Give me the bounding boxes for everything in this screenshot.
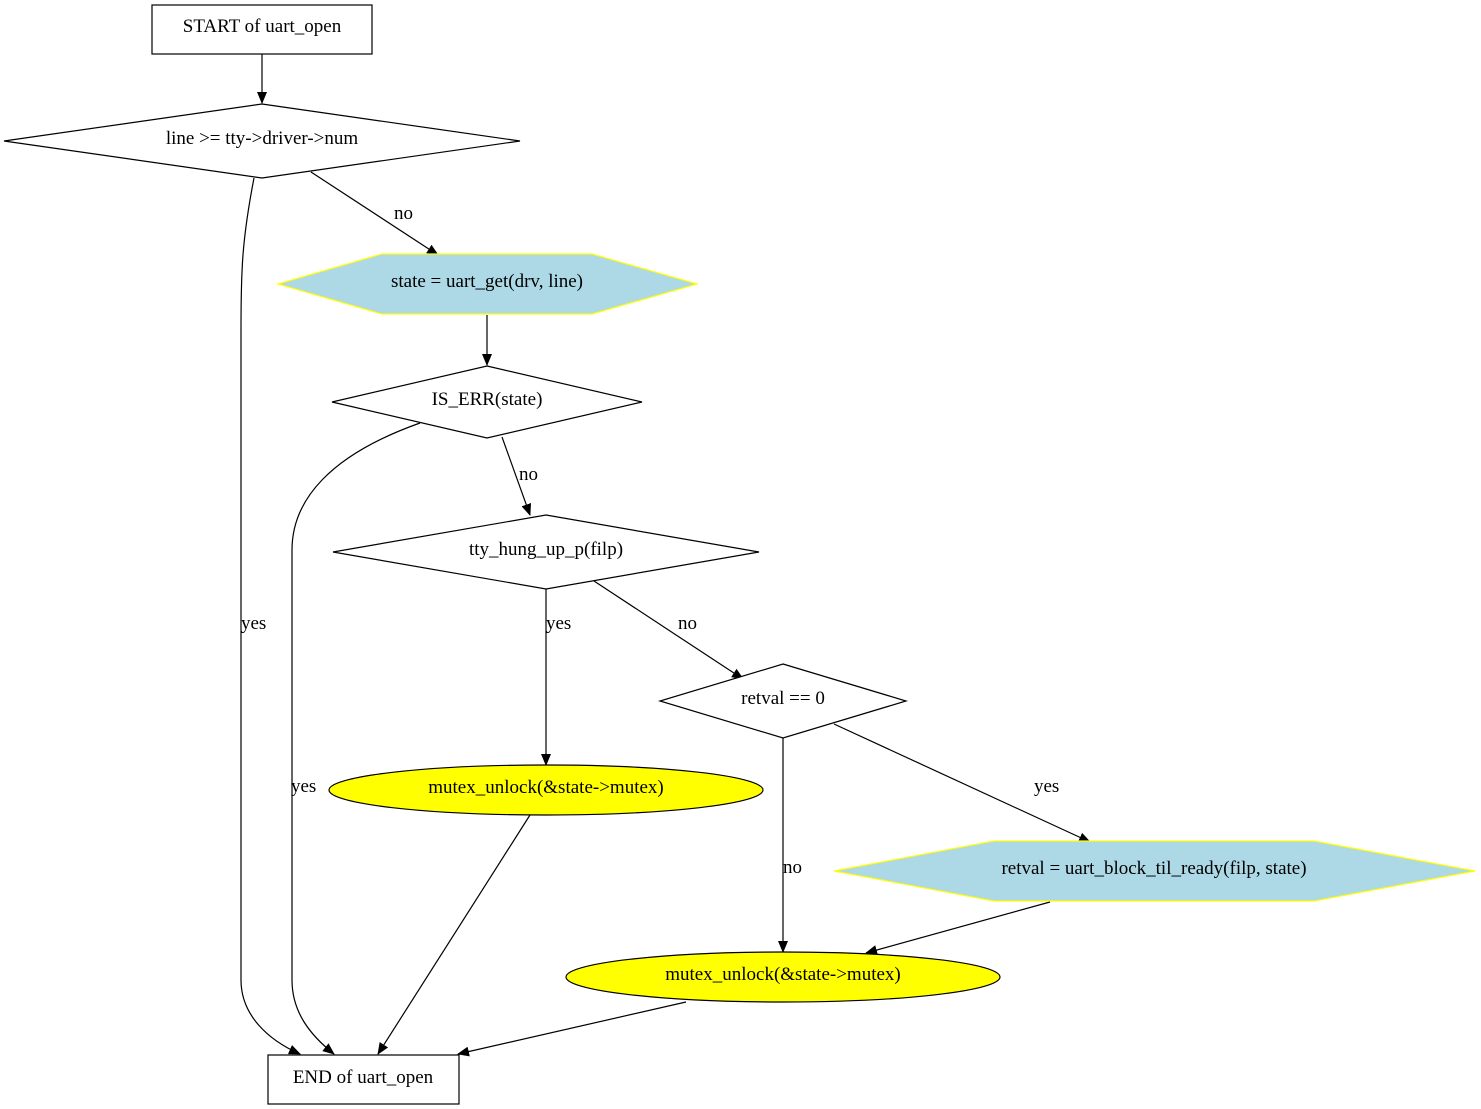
edges — [240, 54, 1091, 1057]
cond-is-err-node: IS_ERR(state) — [331, 365, 643, 439]
edge-is-err-yes — [291, 422, 421, 1055]
cond-retval-node: retval == 0 — [657, 663, 909, 739]
unlock-1-node: mutex_unlock(&state->mutex) — [328, 764, 764, 816]
edge-label-line-yes: yes — [241, 613, 266, 634]
cond-line-node: line >= tty->driver->num — [3, 103, 521, 179]
start-node: START of uart_open — [151, 4, 373, 55]
end-node: END of uart_open — [267, 1054, 460, 1105]
unlock-2-label: mutex_unlock(&state->mutex) — [665, 964, 901, 985]
unlock-1-label: mutex_unlock(&state->mutex) — [428, 777, 664, 798]
cond-hung-up-label: tty_hung_up_p(filp) — [469, 539, 623, 560]
edge-cond-line-no — [310, 171, 439, 256]
edge-label-retval-yes: yes — [1034, 776, 1059, 797]
edge-cond-line-yes — [240, 177, 301, 1055]
get-state-label: state = uart_get(drv, line) — [391, 271, 583, 292]
cond-is-err-label: IS_ERR(state) — [432, 389, 543, 410]
cond-hung-up-node: tty_hung_up_p(filp) — [332, 514, 760, 590]
cond-line-label: line >= tty->driver->num — [166, 128, 359, 149]
cond-retval-label: retval == 0 — [741, 688, 825, 709]
edge-unlock2-to-end — [457, 1001, 687, 1057]
edge-label-is-err-yes: yes — [291, 776, 316, 797]
edge-is-err-no — [501, 436, 531, 516]
get-state-node: state = uart_get(drv, line) — [275, 253, 700, 315]
edge-unlock1-to-end — [377, 814, 531, 1055]
block-til-ready-node: retval = uart_block_til_ready(filp, stat… — [833, 840, 1476, 902]
edge-retval-yes — [833, 723, 1091, 843]
unlock-2-node: mutex_unlock(&state->mutex) — [565, 951, 1001, 1003]
end-node-label: END of uart_open — [293, 1067, 434, 1088]
start-node-label: START of uart_open — [183, 16, 342, 37]
edge-hung-no — [593, 580, 744, 680]
edge-labels: no yes no yes yes no yes no — [241, 203, 1059, 878]
edge-label-line-no: no — [394, 203, 413, 224]
edge-label-hung-no: no — [678, 613, 697, 634]
nodes: START of uart_open line >= tty->driver->… — [3, 4, 1476, 1105]
edge-label-is-err-no: no — [519, 464, 538, 485]
block-til-ready-label: retval = uart_block_til_ready(filp, stat… — [1001, 858, 1306, 879]
edge-label-retval-no: no — [783, 857, 802, 878]
edge-block-to-unlock2 — [865, 901, 1051, 955]
edge-label-hung-yes: yes — [546, 613, 571, 634]
